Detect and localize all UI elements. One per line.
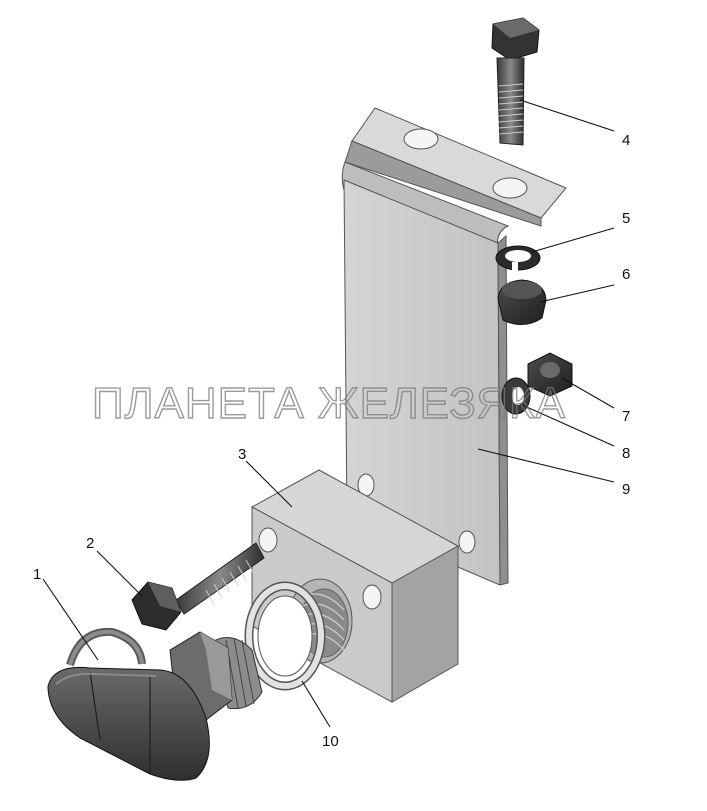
callout-7: 7 <box>622 408 630 425</box>
callout-9: 9 <box>622 481 630 498</box>
leader-1 <box>42 578 99 661</box>
callout-6: 6 <box>622 266 630 283</box>
leader-lines <box>42 99 615 728</box>
nut-part-7 <box>527 352 573 397</box>
leader-5 <box>531 227 615 253</box>
callout-1: 1 <box>33 566 41 583</box>
leader-4 <box>519 99 615 132</box>
leader-3 <box>245 460 293 508</box>
callout-4: 4 <box>622 132 630 149</box>
leader-9 <box>477 448 615 483</box>
leader-8 <box>519 403 615 447</box>
bracket-plate-part-9 <box>341 107 567 586</box>
leader-7 <box>561 377 615 409</box>
callout-2: 2 <box>86 535 94 552</box>
handle-plug-part-1 <box>47 627 263 781</box>
watermark-text: ПЛАНЕТА ЖЕЛЕЗЯКА <box>92 379 566 428</box>
leader-2 <box>96 550 143 597</box>
bolt-part-2 <box>131 542 265 631</box>
bolt-part-4 <box>491 17 540 146</box>
leader-6 <box>539 284 615 303</box>
leader-10 <box>301 680 331 728</box>
nut-part-6 <box>497 279 547 325</box>
callout-labels: 1 2 3 4 5 6 7 8 9 10 <box>33 132 630 750</box>
sealing-washer-part-10 <box>244 581 326 691</box>
callout-5: 5 <box>622 210 630 227</box>
callout-10: 10 <box>322 733 339 750</box>
spring-washer-part-5 <box>495 245 541 272</box>
callout-3: 3 <box>238 446 246 463</box>
callout-8: 8 <box>622 445 630 462</box>
